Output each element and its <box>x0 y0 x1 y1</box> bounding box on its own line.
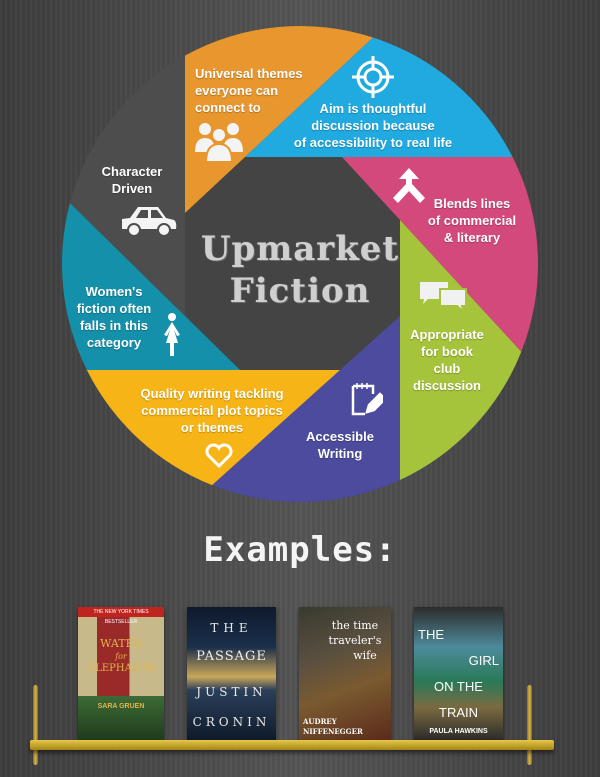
label-line: Writing <box>317 446 363 461</box>
car-icon <box>122 207 177 237</box>
blade-character <box>69 55 185 316</box>
book-author: JUSTIN <box>196 685 267 699</box>
label-line: club <box>433 361 461 376</box>
label-line: Accessible <box>306 429 374 444</box>
label-line: falls in this <box>80 318 148 333</box>
book-title: wife <box>353 649 377 662</box>
blade-accessible <box>212 316 400 503</box>
book-title: WATER <box>100 637 142 650</box>
label-line: Driven <box>111 181 153 196</box>
bookshelf <box>30 740 554 750</box>
label-line: connect to <box>195 100 261 115</box>
label-line: of commercial <box>427 213 517 228</box>
label-line: discussion <box>413 378 481 393</box>
book-title: THE <box>418 627 444 642</box>
book-the-passage[interactable]: THE PASSAGE JUSTIN CRONIN <box>187 607 276 741</box>
merge-arrow-icon <box>393 168 425 203</box>
book-author: AUDREY <box>303 717 337 726</box>
center-title: Upmarket Fiction <box>170 228 430 312</box>
book-author: NIFFENEGGER <box>303 727 363 736</box>
label-blends: Blends lines of commercial & literary <box>428 195 516 246</box>
label-quality: Quality writing tackling commercial plot … <box>140 385 283 436</box>
book-author: PAULA HAWKINS <box>429 728 488 735</box>
label-line: & literary <box>443 230 501 245</box>
book-title: traveler's <box>328 634 382 647</box>
book-title: TRAIN <box>439 705 478 720</box>
label-line: Quality writing tackling <box>140 386 284 401</box>
label-book-club: Appropriate for book club discussion <box>410 326 484 394</box>
blade-universal <box>185 26 374 213</box>
label-line: Women's <box>85 284 143 299</box>
woman-icon <box>164 313 180 356</box>
book-title: GIRL <box>468 653 499 668</box>
book-title: ON THE <box>434 679 483 694</box>
blade-aim <box>245 37 513 157</box>
title-line-1: Upmarket <box>200 229 400 269</box>
book-banner: THE NEW YORK TIMES BESTSELLER <box>78 607 164 625</box>
shelf-rope-right <box>527 685 532 765</box>
label-line: commercial plot topics <box>141 403 283 418</box>
book-title: for <box>115 652 127 661</box>
title-line-2: Fiction <box>229 271 371 311</box>
label-line: category <box>86 335 142 350</box>
book-water-for-elephants[interactable]: THE NEW YORK TIMES BESTSELLER WATER for … <box>78 607 164 741</box>
label-line: for book <box>420 344 473 359</box>
book-girl-on-the-train[interactable]: THE GIRL ON THE TRAIN PAULA HAWKINS <box>414 607 503 741</box>
label-universal-themes: Universal themes everyone can connect to <box>195 65 303 116</box>
shelf-rope-left <box>33 685 38 765</box>
target-icon <box>352 56 394 98</box>
book-title: ELEPHANTS <box>87 663 155 674</box>
book-author: CRONIN <box>192 715 271 729</box>
label-line: everyone can <box>195 83 279 98</box>
blade-womens <box>62 203 240 370</box>
label-line: Aim is thoughtful <box>319 101 427 116</box>
book-author: SARA GRUEN <box>97 703 145 710</box>
book-title: PASSAGE <box>196 649 267 664</box>
label-line: or themes <box>180 420 244 435</box>
book-title: THE <box>210 621 253 635</box>
heart-icon <box>205 443 233 469</box>
blade-quality <box>86 370 340 486</box>
people-icon <box>195 123 243 162</box>
notepad-pencil-icon <box>351 383 383 416</box>
label-aim: Aim is thoughtful discussion because of ac… <box>294 100 452 151</box>
label-line: Universal themes <box>195 66 303 81</box>
upmarket-fiction-wheel <box>62 26 538 503</box>
label-line: of accessibility to real life <box>293 135 453 150</box>
book-time-travelers-wife[interactable]: the time traveler's wife AUDREY NIFFENEG… <box>299 607 391 741</box>
label-womens: Women's fiction often falls in this categor… <box>77 283 151 351</box>
book-title: the time <box>331 619 379 632</box>
examples-heading: Examples: <box>203 530 397 570</box>
label-line: fiction often <box>76 301 152 316</box>
label-line: Appropriate <box>410 327 484 342</box>
label-line: discussion because <box>311 118 435 133</box>
label-line: Character <box>101 164 163 179</box>
blade-blends <box>342 157 538 352</box>
chat-bubbles-icon <box>420 282 467 314</box>
label-line: Blends lines <box>433 196 511 211</box>
